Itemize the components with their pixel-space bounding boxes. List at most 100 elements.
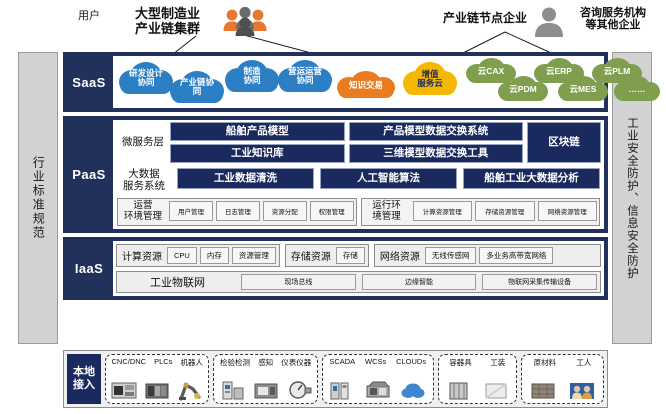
microservice-row: 微服务层 船舶产品模型 工业知识库 产品模型数据交换系统 三维模型数据交换工具 … [113, 120, 604, 165]
compute-cpu-chip[interactable]: CPU [167, 246, 197, 264]
ops-environment-label: 运营 环境管理 [120, 200, 166, 223]
users-label: 用户 [78, 10, 100, 22]
people-group-icon [223, 6, 267, 36]
cloud-label-l2: 同 [192, 86, 202, 96]
compute-resource-title: 计算资源 [122, 251, 162, 263]
bigdata-service-label: 大数据 服务系统 [117, 168, 171, 192]
storage-resource-title: 存储资源 [290, 251, 331, 263]
network-resource-title: 网络资源 [379, 251, 420, 263]
bd-industrial-data-cleaning-button[interactable]: 工业数据清洗 [177, 168, 314, 189]
bigdata-label-l2: 服务系统 [123, 180, 165, 193]
saas-cloud-value-added-service[interactable]: 增值 服务云 [401, 60, 459, 98]
scada-panel-icon [330, 382, 349, 400]
cloud-icon [401, 383, 425, 398]
iaas-layer-name: IaaS [65, 238, 113, 298]
local-access-band: 本地 接入 CNC/DNC PLCs 机器人 [63, 350, 608, 408]
header-band: 用户 大型制造业 产业链集群 产业链节点企业 咨询服务机构 等其他企业 [0, 0, 666, 59]
network-multiservice-broadband-chip[interactable]: 多业务高带宽网络 [479, 246, 554, 264]
device-group-materials-workers[interactable]: 原材料 工人 [520, 354, 604, 404]
ms-blockchain-button[interactable]: 区块链 [527, 122, 601, 163]
container-icon [449, 382, 468, 400]
ms-industrial-knowledge-base-button[interactable]: 工业知识库 [170, 144, 345, 163]
platform-stack: SaaS 研发设计 协同 产业链协 同 [63, 52, 660, 304]
saas-cloud-chain-collab[interactable]: 产业链协 同 [168, 69, 226, 105]
label-instruments: 仪表仪器 [281, 358, 312, 367]
storage-chip[interactable]: 存储 [335, 246, 365, 264]
label-scada: SCADA [329, 357, 356, 366]
local-access-tag: 本地 接入 [67, 354, 101, 404]
compute-memory-chip[interactable]: 内存 [199, 246, 229, 264]
ops-resource-allocation-button[interactable]: 资源分配 [262, 201, 307, 222]
iot-edge-intelligence-chip[interactable]: 边缘智能 [361, 273, 477, 290]
cloud-label-l1: 营运运营 [287, 66, 322, 77]
saas-cloud-rd-collab[interactable]: 研发设计 协同 [117, 60, 175, 96]
bd-ship-industry-bigdata-analysis-button[interactable]: 船舶工业大数据分析 [463, 168, 600, 189]
compute-resource-group: 计算资源 CPU 内存 资源管理 [116, 243, 280, 267]
paas-layer-body: 微服务层 船舶产品模型 工业知识库 产品模型数据交换系统 三维模型数据交换工具 … [113, 120, 604, 229]
wcs-device-icon [366, 381, 390, 398]
cloud-label-l1: 制造 [243, 66, 261, 77]
device-group-inspection[interactable]: 检验检测 感知 仪表仪器 [213, 354, 318, 404]
saas-cloud-operations-collab[interactable]: 营运运营 协同 [276, 58, 334, 94]
environment-management-strip: 运营 环境管理 用户管理 日志管理 资源分配 权限管理 运行环 境管理 [113, 195, 604, 229]
ops-permission-management-button[interactable]: 权限管理 [309, 201, 354, 222]
iot-fieldbus-chip[interactable]: 现场总线 [241, 273, 356, 290]
saas-layer-name: SaaS [65, 54, 113, 110]
person-icon [535, 7, 563, 37]
storage-resource-group: 存储资源 存储 [284, 243, 369, 267]
ms-ship-product-model-button[interactable]: 船舶产品模型 [170, 122, 345, 141]
runtime-compute-resource-button[interactable]: 计算资源管理 [412, 201, 472, 222]
cloud-label-l1: 产业链协 [179, 77, 214, 88]
ops-label-l2: 环境管理 [123, 211, 162, 223]
gauge-icon [289, 381, 312, 399]
label-sensing: 感知 [258, 358, 274, 367]
chain-node-enterprise-label: 产业链节点企业 [443, 11, 528, 25]
ops-user-management-button[interactable]: 用户管理 [169, 201, 213, 222]
saas-cloud-more[interactable]: …… [613, 75, 661, 103]
iaas-layer: IaaS 计算资源 CPU 内存 资源管理 存储资源 存储 网络资源 无线传感网… [63, 236, 608, 300]
runtime-network-resource-button[interactable]: 网络资源管理 [537, 201, 597, 222]
label-inspection: 检验检测 [220, 358, 251, 367]
cloud-label: …… [628, 83, 646, 94]
microservice-col-2: 产品模型数据交换系统 三维模型数据交换工具 [348, 122, 523, 163]
saas-cloud-knowledge-trade[interactable]: 知识交易 [335, 70, 397, 100]
device-group-automation[interactable]: CNC/DNC PLCs 机器人 [105, 354, 210, 404]
big-manufacturing-cluster-label: 大型制造业 产业链集群 [135, 6, 201, 36]
ops-environment-group: 运营 环境管理 用户管理 日志管理 资源分配 权限管理 [117, 198, 357, 226]
runtime-label-l2: 境管理 [372, 211, 401, 223]
label-plcs: PLCs [154, 357, 173, 366]
local-access-l2: 接入 [73, 379, 95, 391]
saas-cloud-erp[interactable]: 云ERP [533, 57, 585, 85]
ms-product-model-exchange-system-button[interactable]: 产品模型数据交换系统 [348, 122, 523, 141]
consulting-org-label: 咨询服务机构 等其他企业 [580, 7, 646, 32]
cloud-label: 云MES [569, 83, 597, 94]
industry-standards-label: 行业标准规范 [31, 156, 46, 240]
saas-cloud-mfg-collab[interactable]: 制造 协同 [223, 58, 281, 94]
tooling-icon [485, 383, 507, 399]
ms-3d-model-exchange-tool-button[interactable]: 三维模型数据交换工具 [348, 144, 523, 163]
saas-cloud-cax[interactable]: 云CAX [465, 57, 517, 85]
big-mfg-line1: 大型制造业 [135, 6, 201, 21]
microservice-col-1: 船舶产品模型 工业知识库 [170, 122, 345, 163]
label-wcss: WCSs [364, 357, 387, 366]
industry-standards-rail: 行业标准规范 [18, 52, 58, 344]
cloud-label-l1: 增值 [421, 69, 439, 80]
saas-layer: SaaS 研发设计 协同 产业链协 同 [63, 52, 660, 112]
cloud-label: 云ERP [546, 65, 572, 76]
device-group-tooling[interactable]: 容器具 工装 [437, 354, 517, 404]
compute-resource-management-chip[interactable]: 资源管理 [231, 246, 276, 264]
iot-collection-transmission-device-chip[interactable]: 物联网采集传输设备 [482, 273, 598, 290]
plc-controller-icon [145, 383, 169, 399]
saas-cloud-mes[interactable]: 云MES [557, 75, 609, 103]
label-container: 容器具 [449, 358, 472, 367]
security-protection-label: 工业安全防护、信息安全防护 [626, 116, 639, 280]
ops-log-management-button[interactable]: 日志管理 [215, 201, 260, 222]
device-group-systems[interactable]: SCADA WCSs CLOUDs [321, 354, 434, 404]
raw-material-icon [531, 383, 555, 399]
bd-ai-algorithm-button[interactable]: 人工智能算法 [320, 168, 457, 189]
paas-layer-name: PaaS [65, 118, 113, 231]
cloud-label-l2: 协同 [243, 75, 261, 85]
runtime-storage-resource-button[interactable]: 存储资源管理 [475, 201, 535, 222]
network-wireless-sensor-chip[interactable]: 无线传感网 [424, 246, 477, 264]
saas-cloud-pdm[interactable]: 云PDM [497, 75, 549, 103]
